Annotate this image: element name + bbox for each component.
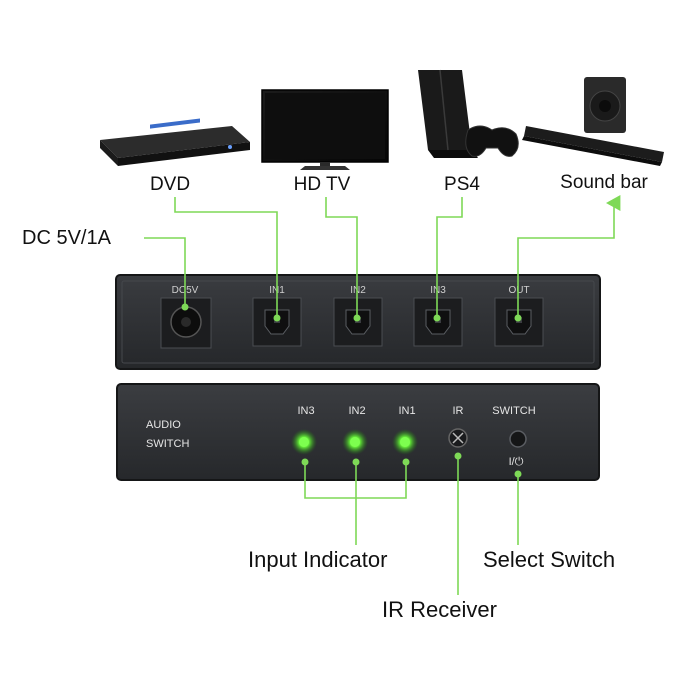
front-panel: AUDIO SWITCH IN3 IN2 IN1 IR SWITCH I/⏻ (116, 383, 600, 481)
dvd-player-icon (100, 118, 250, 166)
led-in1-icon (392, 429, 418, 455)
power-symbol-icon: I/⏻ (509, 456, 524, 468)
rear-panel: DC5V IN1 IN2 IN3 OUT (115, 274, 601, 370)
rear-in3-label: IN3 (430, 285, 446, 296)
optical-port-out[interactable] (494, 297, 544, 347)
dvd-label: DVD (150, 174, 190, 195)
dot-in1 (273, 314, 281, 322)
led-in2-icon (342, 429, 368, 455)
ps4-label: PS4 (444, 174, 480, 195)
ir-receiver-icon (448, 428, 468, 448)
dot-in3 (433, 314, 441, 322)
line-dc (144, 237, 186, 307)
ir-receiver-label: IR Receiver (382, 597, 497, 622)
front-switch-label: SWITCH (492, 405, 535, 417)
brand-line2: SWITCH (146, 438, 189, 450)
select-switch-label: Select Switch (483, 547, 615, 572)
led-in3-icon (291, 429, 317, 455)
front-in3-label: IN3 (297, 405, 314, 417)
select-switch-button[interactable] (509, 430, 527, 448)
rear-in2-label: IN2 (350, 285, 366, 296)
hdtv-label: HD TV (294, 174, 351, 195)
soundbar-label: Sound bar (560, 172, 648, 193)
line-ps4-in3 (436, 197, 463, 318)
brand-line1: AUDIO (146, 419, 181, 431)
line-tv-in2 (325, 197, 358, 318)
dot-out (514, 314, 522, 322)
front-in1-label: IN1 (398, 405, 415, 417)
front-in2-label: IN2 (348, 405, 365, 417)
optical-port-in2[interactable] (333, 297, 383, 347)
front-ir-label: IR (453, 405, 464, 417)
connector-lines (144, 195, 621, 595)
ps4-console-icon (418, 69, 519, 158)
dot-dc (181, 303, 189, 311)
line-out-soundbar (517, 195, 621, 318)
rear-out-label: OUT (508, 285, 529, 296)
line-dvd-in1 (174, 197, 278, 318)
input-indicator-label: Input Indicator (248, 547, 387, 572)
soundbar-icon (522, 77, 664, 166)
optical-port-in3[interactable] (413, 297, 463, 347)
hdtv-icon (261, 89, 389, 170)
dot-in2 (353, 314, 361, 322)
power-spec-label: DC 5V/1A (22, 227, 112, 249)
